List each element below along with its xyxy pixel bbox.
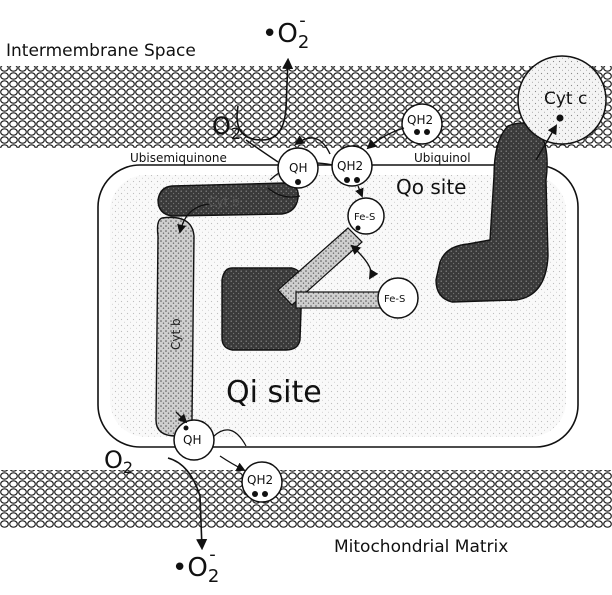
- ubiquinol-label: Ubiquinol: [414, 151, 471, 165]
- superoxide-bottom-label: •O2-: [172, 544, 219, 587]
- qh2-matrix-dot-a: [252, 491, 258, 497]
- o2-bottom-label: O2: [104, 446, 133, 477]
- qh2-space-dot-a: [414, 129, 420, 135]
- qh2-matrix-label: QH2: [247, 473, 273, 487]
- cyt-c-heme-dot: [557, 115, 564, 122]
- superoxide-top-label: •O2-: [262, 10, 309, 53]
- qh2-top-dot-b: [354, 177, 360, 183]
- qh2-top-dot-a: [344, 177, 350, 183]
- cyt-c-label: Cyt c: [544, 89, 587, 109]
- fe-s-top-label: Fe-S: [354, 212, 375, 223]
- qh2-space-label: QH2: [407, 113, 433, 127]
- qh-top-label: QH: [289, 161, 307, 175]
- cyt-b-vertical-label: Cyt b: [169, 318, 183, 350]
- qh2-space-dot-b: [424, 129, 430, 135]
- qi-site-label: Qi site: [226, 375, 322, 410]
- qh-bottom-label: QH: [183, 433, 201, 447]
- qi-to-qh2-arrow: [220, 456, 244, 470]
- qh2-top-label: QH2: [337, 159, 363, 173]
- mitochondrial-matrix-label: Mitochondrial Matrix: [334, 537, 508, 557]
- rieske-bar: [296, 292, 386, 308]
- intermembrane-space-label: Intermembrane Space: [6, 41, 196, 61]
- qh-bottom-dot: [184, 426, 189, 431]
- fe-s-bottom-label: Fe-S: [384, 294, 405, 305]
- ubisemiquinone-label: Ubisemiquinone: [130, 151, 227, 165]
- qh-top-dot: [295, 179, 301, 185]
- fe-s-top-dot: [356, 226, 361, 231]
- qo-site-label: Qo site: [396, 175, 466, 199]
- inner-membrane-bottom: [0, 470, 612, 528]
- cyt-b-horizontal-label: Cyt b: [208, 195, 240, 209]
- qh2-matrix-dot-b: [262, 491, 268, 497]
